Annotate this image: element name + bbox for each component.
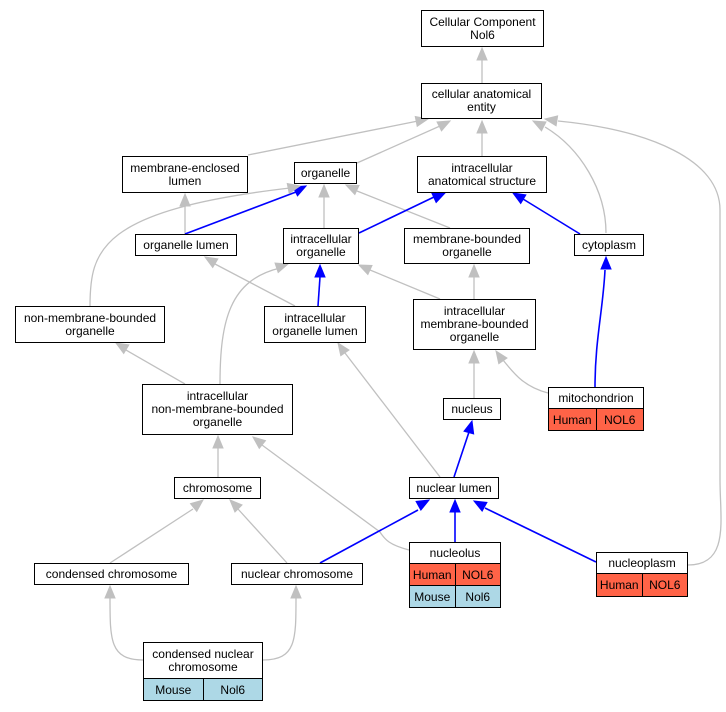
arrowhead-icon [318, 183, 330, 198]
arrowhead-icon [290, 584, 302, 599]
edge-io-to-ias [358, 196, 435, 234]
species-mouse: Mouse [410, 586, 455, 607]
arrowhead-icon [511, 192, 527, 205]
species-human: Human [549, 409, 596, 430]
edge-mito-to-imbo [502, 359, 549, 394]
arrowhead-icon [179, 192, 191, 207]
edge-cyt-to-cae [544, 126, 607, 234]
node-membrane-bounded-organelle[interactable]: membrane-bounded organelle [404, 228, 530, 264]
edge-iol-to-io [317, 276, 321, 307]
arrowhead-icon [476, 46, 488, 61]
arrowhead-icon [415, 499, 431, 512]
species-human: Human [597, 574, 642, 596]
arrowhead-icon [543, 115, 559, 127]
arrowhead-icon [344, 184, 360, 196]
node-organelle-lumen[interactable]: organelle lumen [135, 234, 237, 256]
arrowhead-icon [476, 119, 488, 134]
arrowhead-icon [251, 436, 267, 450]
node-organelle[interactable]: organelle [294, 162, 357, 184]
edge-nl-to-iol [344, 352, 441, 478]
arrowhead-icon [274, 262, 290, 274]
edge-org-to-cae [356, 125, 441, 164]
node-intracellular-organelle[interactable]: intracellular organelle [283, 228, 359, 264]
gene-label: Nol6 [454, 586, 500, 607]
edge-ncp-to-cae [557, 120, 722, 566]
node-nucleoplasm[interactable]: nucleoplasm [596, 552, 688, 574]
node-cellular-component[interactable]: Cellular Component Nol6 [421, 10, 544, 47]
edge-cyt-to-ias [522, 198, 581, 235]
arrowhead-icon [114, 342, 130, 355]
annotation-row: Human NOL6 [548, 409, 644, 431]
arrowhead-icon [468, 349, 480, 364]
edge-iol-to-ol [214, 263, 296, 307]
arrowhead-icon [212, 434, 224, 449]
edge-nclo-to-inmbo [261, 444, 410, 551]
node-intracellular-anatomical-structure[interactable]: intracellular anatomical structure [417, 156, 547, 193]
annotation-row: Mouse Nol6 [409, 586, 501, 608]
edge-mito-to-cyt [594, 269, 606, 388]
arrowhead-icon [104, 584, 116, 599]
node-nuclear-lumen[interactable]: nuclear lumen [409, 477, 499, 499]
edge-inmbo-to-nmbo [125, 349, 186, 385]
node-condensed-nuclear-chromosome[interactable]: condensed nuclear chromosome [143, 642, 263, 679]
node-chromosome[interactable]: chromosome [174, 477, 261, 499]
node-nucleus[interactable]: nucleus [443, 398, 501, 420]
edge-nchr-to-nl [319, 509, 419, 564]
arrowhead-icon [472, 500, 488, 513]
arrowhead-icon [203, 256, 219, 269]
gene-label: NOL6 [454, 564, 500, 585]
arrowhead-icon [600, 255, 612, 270]
node-non-membrane-bounded-organelle[interactable]: non-membrane-bounded organelle [15, 306, 165, 343]
node-intracellular-non-membrane-bounded-organelle[interactable]: intracellular non-membrane-bounded organ… [142, 384, 293, 435]
arrowhead-icon [337, 341, 350, 357]
edge-nmbo-to-org [89, 187, 291, 307]
species-human: Human [410, 564, 455, 585]
arrowhead-icon [286, 182, 302, 195]
arrowhead-icon [431, 192, 447, 204]
edge-imbo-to-io [369, 269, 441, 300]
arrowhead-icon [531, 120, 547, 132]
edge-nchr-to-chr [237, 508, 288, 564]
edge-cnchr-to-nchr [262, 597, 297, 661]
gene-label: NOL6 [595, 409, 643, 430]
gene-label: NOL6 [641, 574, 687, 596]
node-mitochondrion[interactable]: mitochondrion [548, 387, 644, 409]
arrowhead-icon [495, 349, 508, 365]
edge-inmbo-to-io [219, 267, 281, 385]
node-membrane-enclosed-lumen[interactable]: membrane-enclosed lumen [122, 156, 248, 193]
node-cellular-anatomical-entity[interactable]: cellular anatomical entity [421, 83, 542, 119]
node-intracellular-membrane-bounded-organelle[interactable]: intracellular membrane-bounded organelle [413, 299, 536, 350]
edge-ncp-to-nl [484, 507, 597, 563]
edge-mbo-to-org [356, 190, 451, 229]
arrowhead-icon [314, 263, 326, 278]
arrowhead-icon [357, 264, 373, 276]
node-nucleolus[interactable]: nucleolus [409, 542, 501, 564]
arrowhead-icon [463, 419, 475, 435]
species-mouse: Mouse [144, 679, 203, 700]
node-nuclear-chromosome[interactable]: nuclear chromosome [231, 563, 363, 585]
annotation-row: Mouse Nol6 [143, 679, 263, 701]
edge-mel-to-cae [247, 120, 419, 156]
annotation-row: Human NOL6 [409, 564, 501, 586]
arrowhead-icon [449, 498, 461, 513]
arrowhead-icon [189, 499, 205, 513]
annotation-row: Human NOL6 [596, 574, 688, 597]
arrowhead-icon [468, 263, 480, 278]
edge-nl-to-nuc [453, 431, 470, 478]
arrowhead-icon [229, 499, 243, 513]
edge-ol-to-org [184, 191, 297, 235]
node-intracellular-organelle-lumen[interactable]: intracellular organelle lumen [264, 306, 366, 343]
edge-cnchr-to-cchr [109, 597, 144, 661]
arrowhead-icon [436, 120, 452, 132]
edge-cchr-to-chr [109, 508, 194, 564]
node-condensed-chromosome[interactable]: condensed chromosome [34, 563, 189, 585]
gene-label: Nol6 [202, 679, 262, 700]
node-cytoplasm[interactable]: cytoplasm [574, 234, 644, 256]
